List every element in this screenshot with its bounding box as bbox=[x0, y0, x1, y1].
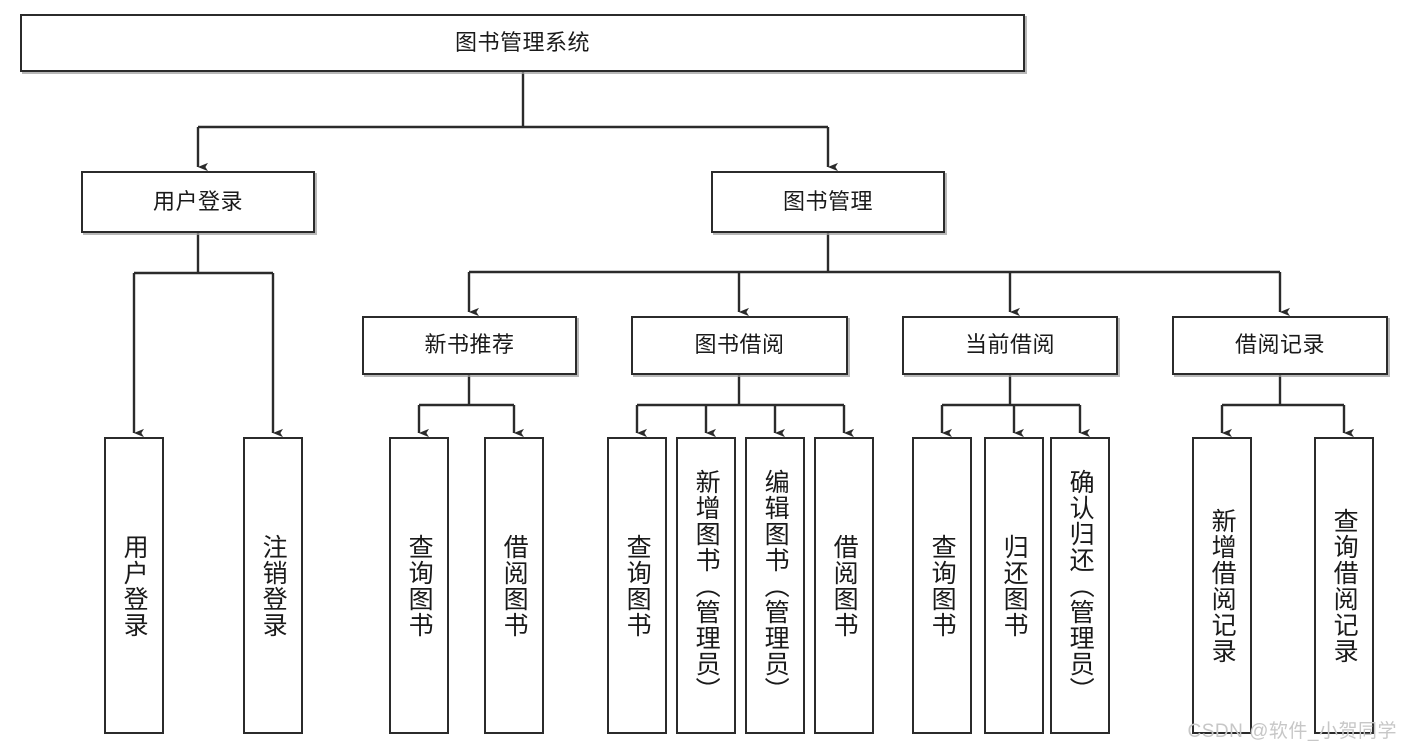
node-label: 当前借阅 bbox=[964, 332, 1055, 358]
leaf-add-borrow-record[interactable]: 新增借阅记录 bbox=[1192, 437, 1252, 734]
node-label: 查询图书 bbox=[928, 533, 957, 638]
leaf-query-book-2[interactable]: 查询图书 bbox=[607, 437, 667, 734]
node-book-manage[interactable]: 图书管理 bbox=[711, 171, 945, 233]
node-label: 确认归还（管理员） bbox=[1066, 468, 1095, 703]
leaf-query-book-1[interactable]: 查询图书 bbox=[389, 437, 449, 734]
leaf-user-login[interactable]: 用户登录 bbox=[104, 437, 164, 734]
leaf-borrow-book-2[interactable]: 借阅图书 bbox=[814, 437, 874, 734]
node-root[interactable]: 图书管理系统 bbox=[20, 14, 1025, 72]
node-label: 用户登录 bbox=[120, 533, 149, 638]
leaf-query-book-3[interactable]: 查询图书 bbox=[912, 437, 972, 734]
node-label: 注销登录 bbox=[259, 533, 288, 638]
node-user-login[interactable]: 用户登录 bbox=[81, 171, 315, 233]
leaf-confirm-return[interactable]: 确认归还（管理员） bbox=[1050, 437, 1110, 734]
node-current-borrow[interactable]: 当前借阅 bbox=[902, 316, 1118, 375]
watermark-text: CSDN @软件_小贺同学 bbox=[1187, 721, 1397, 742]
leaf-borrow-book-1[interactable]: 借阅图书 bbox=[484, 437, 544, 734]
node-label: 图书管理 bbox=[782, 188, 873, 214]
node-label: 借阅图书 bbox=[500, 533, 529, 638]
node-borrow-record[interactable]: 借阅记录 bbox=[1172, 316, 1388, 375]
node-label: 新书推荐 bbox=[424, 332, 515, 358]
leaf-logout-login[interactable]: 注销登录 bbox=[243, 437, 303, 734]
node-label: 图书借阅 bbox=[694, 332, 785, 358]
node-label: 查询图书 bbox=[623, 533, 652, 638]
node-label: 借阅记录 bbox=[1234, 332, 1325, 358]
leaf-add-book[interactable]: 新增图书（管理员） bbox=[676, 437, 736, 734]
node-book-borrow[interactable]: 图书借阅 bbox=[631, 316, 848, 375]
leaf-query-borrow-record[interactable]: 查询借阅记录 bbox=[1314, 437, 1374, 734]
node-label: 用户登录 bbox=[152, 188, 243, 214]
node-label: 图书管理系统 bbox=[454, 29, 590, 55]
node-new-book-recommend[interactable]: 新书推荐 bbox=[362, 316, 577, 375]
leaf-return-book[interactable]: 归还图书 bbox=[984, 437, 1044, 734]
node-label: 查询借阅记录 bbox=[1330, 507, 1359, 664]
node-label: 查询图书 bbox=[405, 533, 434, 638]
node-label: 新增借阅记录 bbox=[1208, 507, 1237, 664]
node-label: 编辑图书（管理员） bbox=[761, 468, 790, 703]
node-label: 借阅图书 bbox=[830, 533, 859, 638]
node-label: 归还图书 bbox=[1000, 533, 1029, 638]
leaf-edit-book[interactable]: 编辑图书（管理员） bbox=[745, 437, 805, 734]
node-label: 新增图书（管理员） bbox=[692, 468, 721, 703]
